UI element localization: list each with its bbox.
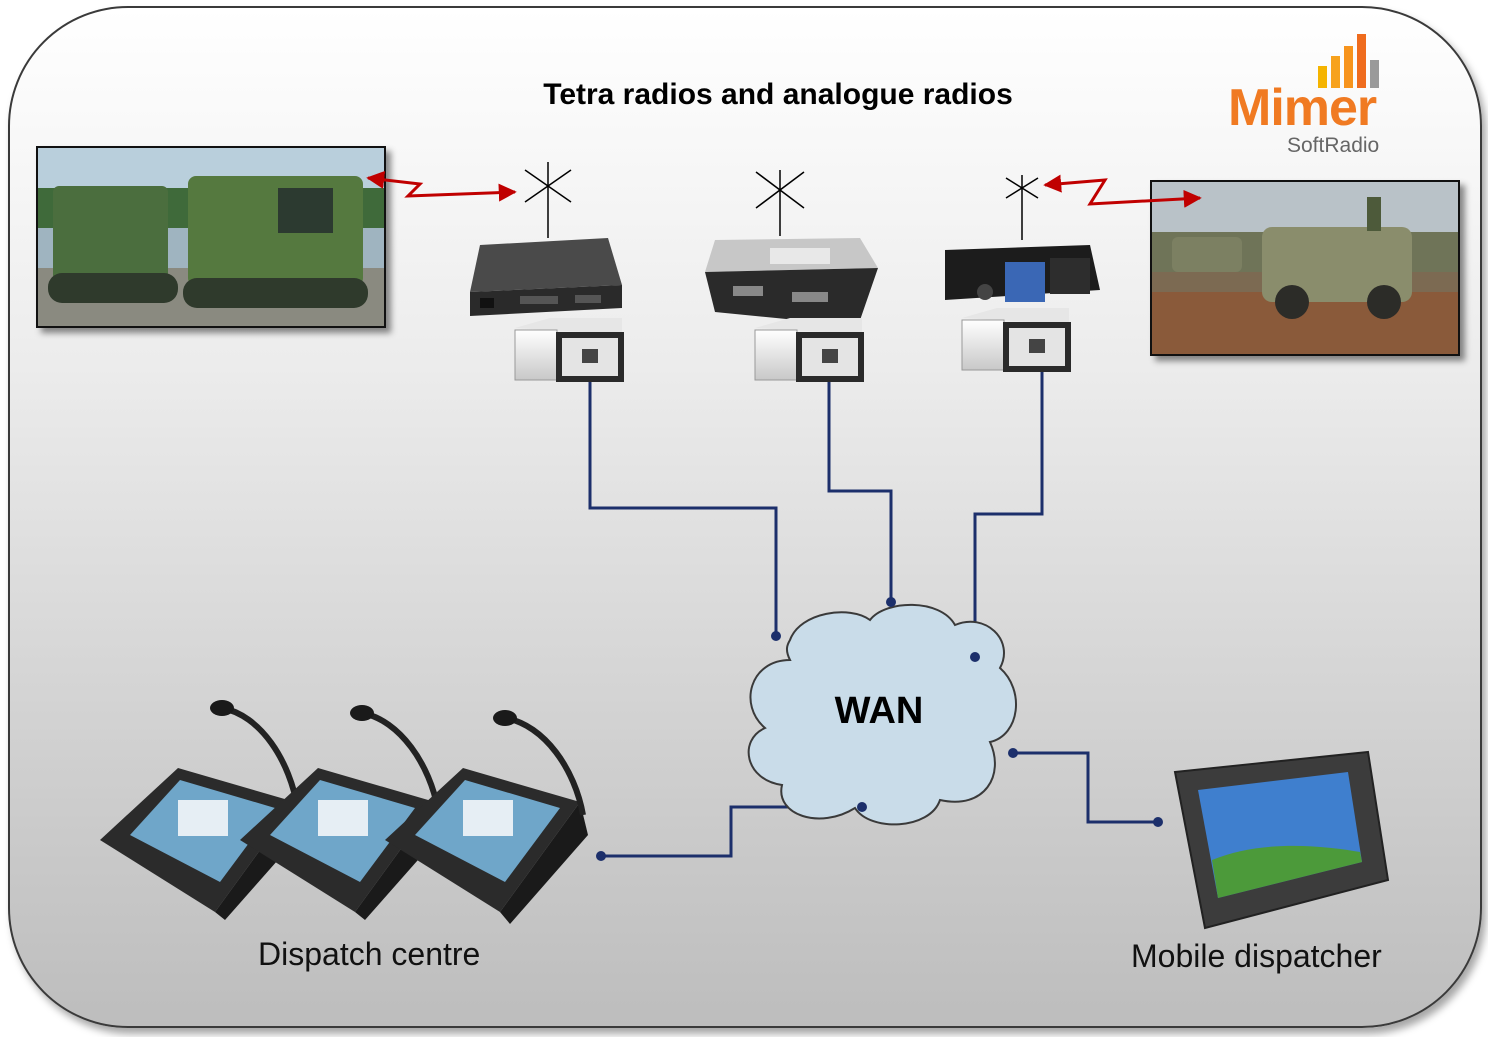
radio-link-left xyxy=(366,170,517,202)
dispatch-centre-caption: Dispatch centre xyxy=(258,936,481,972)
radio-unit-icon xyxy=(705,238,878,326)
antenna-icon xyxy=(755,170,805,236)
diagram-title: Tetra radios and analogue radios xyxy=(543,78,1013,111)
connection-dot xyxy=(1008,748,1018,758)
dispatch-console-icon xyxy=(385,710,588,924)
logo-name: Mimer xyxy=(1228,79,1377,137)
connection-dot xyxy=(886,597,896,607)
dispatch-console-icon xyxy=(100,700,301,920)
radio-link-right xyxy=(1043,174,1202,208)
tracked-vehicle-photo xyxy=(36,146,386,328)
connection-dots xyxy=(596,597,1163,861)
connection-dot xyxy=(857,802,867,812)
connection-dot xyxy=(1153,817,1163,827)
antenna-icon xyxy=(1005,175,1039,240)
rugged-tablet-icon xyxy=(1173,750,1390,930)
network-line xyxy=(588,382,778,636)
mobile-radio-icon xyxy=(945,245,1100,302)
network-line xyxy=(827,382,893,602)
connection-dot xyxy=(596,851,606,861)
interface-box-icon xyxy=(961,308,1071,372)
military-vehicle-photo xyxy=(1150,180,1460,356)
mobile-dispatcher-caption: Mobile dispatcher xyxy=(1131,938,1382,974)
antenna-icon xyxy=(524,162,572,238)
connection-dot xyxy=(771,631,781,641)
logo-bars-icon xyxy=(1318,34,1379,88)
logo-subtitle: SoftRadio xyxy=(1287,134,1380,157)
network-line xyxy=(973,372,1044,657)
wan-cloud xyxy=(747,603,1017,826)
wan-label: WAN xyxy=(834,690,924,732)
radio-box-icon xyxy=(470,238,622,316)
interface-box-icon xyxy=(754,318,864,382)
connection-dot xyxy=(970,652,980,662)
interface-box-icon xyxy=(514,318,624,382)
network-line xyxy=(1013,751,1158,824)
